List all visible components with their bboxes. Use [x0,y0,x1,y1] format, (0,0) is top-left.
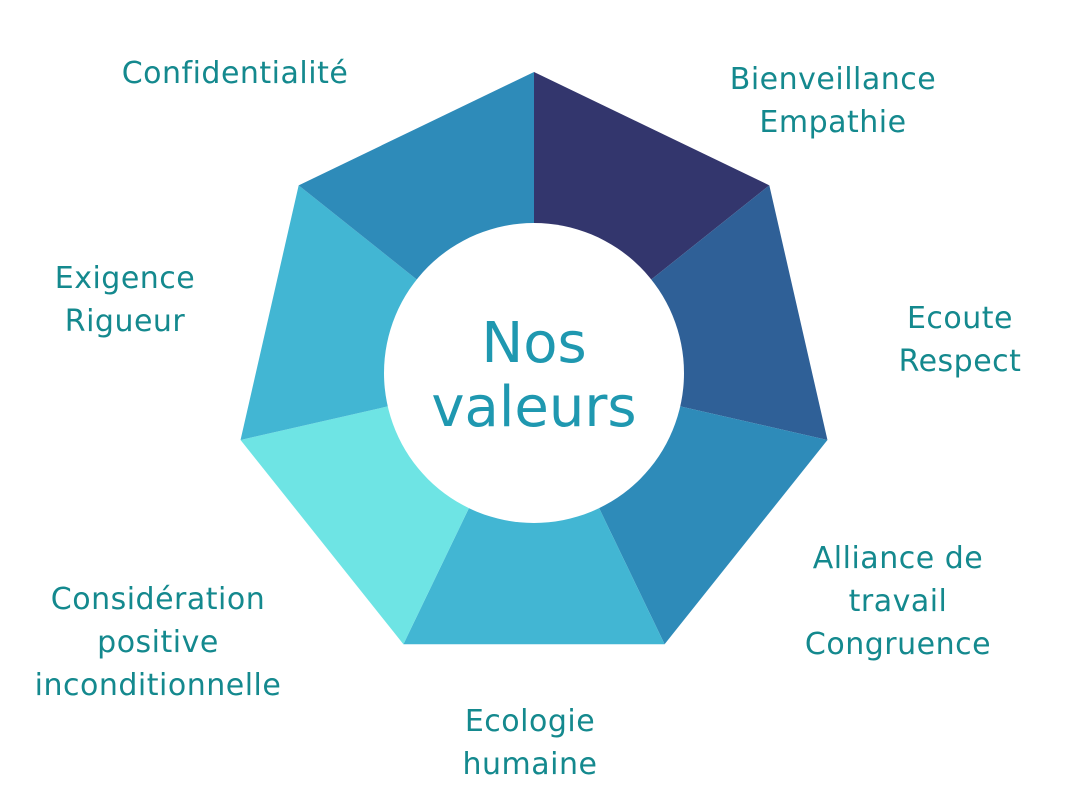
label-line: Rigueur [64,304,186,339]
label-line: Congruence [804,627,992,662]
donut-segment-alliance [599,406,828,645]
label-line: positive [97,625,219,660]
label-confidentialite: Confidentialité [70,52,400,95]
label-line: Bienveillance [729,62,937,97]
donut-segments [240,72,828,645]
donut-segment-confidentialite [298,72,534,280]
label-line: Ecoute [906,301,1014,336]
center-title-line1: Nos [481,311,587,376]
label-line: Considération [50,582,266,617]
label-line: humaine [462,747,598,782]
label-line: travail [848,584,948,619]
label-consideration: Considération positive inconditionnelle [0,578,316,707]
label-bienveillance: Bienveillance Empathie [688,58,978,144]
label-line: Ecologie [464,704,596,739]
label-line: Confidentialité [121,56,349,91]
label-ecologie: Ecologie humaine [400,700,660,786]
center-title-line2: valeurs [431,375,637,440]
label-line: Exigence [54,261,196,296]
label-line: Empathie [759,105,907,140]
donut-segment-exigence [240,185,417,440]
center-title: Nos valeurs [384,312,684,440]
label-line: inconditionnelle [34,668,282,703]
label-line: Alliance de [812,541,984,576]
donut-segment-consideration [240,406,469,645]
label-line: Respect [898,344,1022,379]
donut-segment-ecologie [403,508,665,645]
label-alliance: Alliance de travail Congruence [758,537,1038,666]
label-exigence: Exigence Rigueur [20,257,230,343]
donut-segment-bienveillance [534,72,770,280]
label-ecoute: Ecoute Respect [860,297,1060,383]
donut-segment-ecoute [651,185,828,440]
donut-hole [384,223,684,523]
